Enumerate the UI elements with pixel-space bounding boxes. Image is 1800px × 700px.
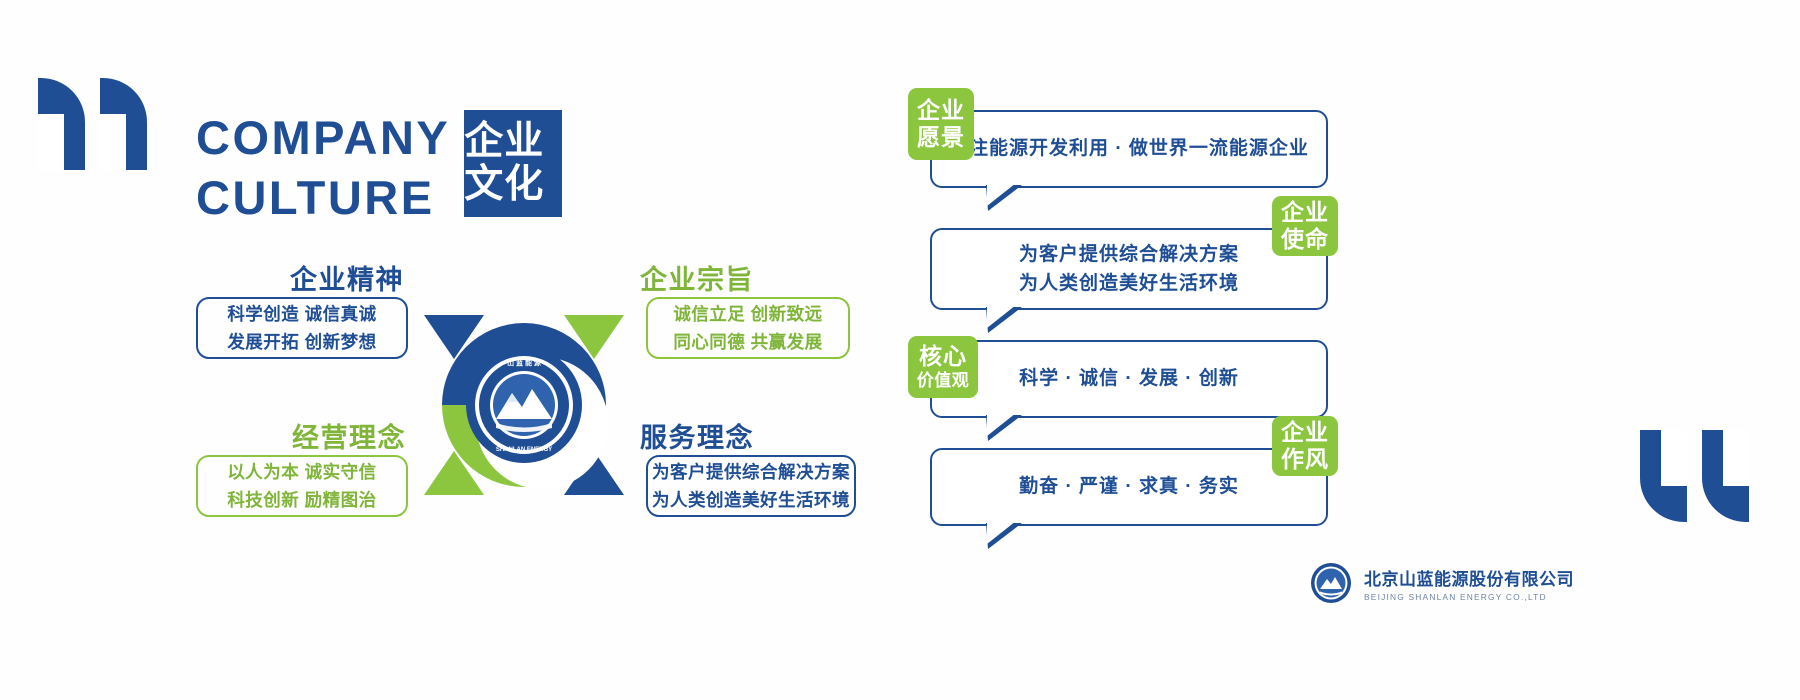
tab-vision: 企业 愿景 [908,88,974,160]
page-title: COMPANY CULTURE 企业 文化 [196,108,563,228]
shanlan-energy-emblem: · 山 蓝 能 源 · SHANLAN ENERGY SHANLAN [424,305,624,505]
tab-mission: 企业 使命 [1272,196,1338,256]
footer-company-en: BEIJING SHANLAN ENERGY CO.,LTD [1364,591,1547,602]
item-box-management-philosophy: 以人为本 诚实守信 科技创新 励精图治 [196,455,408,517]
bubble-vision-text: 专注能源开发利用 · 做世界一流能源企业 [949,138,1309,160]
title-badge-chinese: 企业 文化 [464,110,563,217]
item-title-enterprise-purpose: 企业宗旨 [640,265,754,295]
footer-logo-icon [1310,562,1352,604]
emblem-ring-text-cn: · 山 蓝 能 源 · [503,358,545,367]
opening-quote-icon [38,78,158,173]
item-box-enterprise-spirit: 科学创造 诚信真诚 发展开拓 创新梦想 [196,297,408,359]
bubble-tail-icon [986,183,1022,211]
bubble-core-values-text: 科学 · 诚信 · 发展 · 创新 [1019,368,1239,390]
bubble-work-style-text: 勤奋 · 严谨 · 求真 · 务实 [1019,476,1239,498]
closing-quote-icon [1640,430,1760,525]
tab-core-values-main: 核心 [919,343,967,370]
item-title-enterprise-spirit: 企业精神 [290,265,404,295]
bubble-tail-icon [986,521,1022,549]
tab-core-values: 核心 价值观 [908,336,978,398]
item-box-enterprise-purpose: 诚信立足 创新致远 同心同德 共赢发展 [646,297,850,359]
bubble-vision: 专注能源开发利用 · 做世界一流能源企业 [930,110,1328,211]
item-box-service-philosophy: 为客户提供综合解决方案 为人类创造美好生活环境 [646,455,856,517]
bubble-mission: 为客户提供综合解决方案 为人类创造美好生活环境 [930,228,1328,333]
item-title-service-philosophy: 服务理念 [640,423,754,453]
item-title-management-philosophy: 经营理念 [292,423,406,453]
emblem-ring-text-en: SHANLAN ENERGY [496,447,552,453]
tab-work-style: 企业 作风 [1272,416,1338,476]
tab-core-values-sub: 价值观 [916,370,970,390]
emblem-logo-icon: · 山 蓝 能 源 · SHANLAN ENERGY SHANLAN [464,345,584,465]
emblem-brand-en: SHANLAN [504,410,543,419]
bubble-core-values: 科学 · 诚信 · 发展 · 创新 [930,340,1328,441]
bubble-work-style: 勤奋 · 严谨 · 求真 · 务实 [930,448,1328,549]
footer-company-cn: 北京山蓝能源股份有限公司 [1364,569,1574,589]
bubble-tail-icon [986,305,1022,333]
bubble-tail-icon [986,413,1022,441]
bubble-mission-text: 为客户提供综合解决方案 为人类创造美好生活环境 [1018,243,1239,294]
footer-branding: 北京山蓝能源股份有限公司 BEIJING SHANLAN ENERGY CO.,… [1310,562,1574,604]
title-english: COMPANY CULTURE [196,111,451,225]
